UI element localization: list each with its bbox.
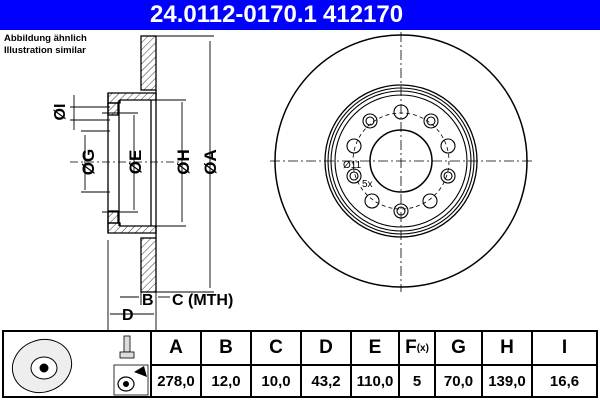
illustration-note: Abbildung ähnlich Illustration similar (4, 33, 87, 57)
table-icons (4, 332, 150, 396)
bolt-icon (119, 335, 135, 359)
col-f: F(x)5 (398, 332, 434, 396)
title-bar: 24.0112-0170.1 412170 (0, 0, 600, 30)
cross-section-view (70, 35, 214, 330)
label-dim-i: ØI (52, 104, 69, 121)
label-hole-count: 5x (362, 179, 373, 190)
part-number: 24.0112-0170.1 (150, 1, 317, 28)
label-dim-b: B (142, 292, 154, 309)
technical-drawing: ØI ØG ØE ØH ØA B C (MTH) D (52, 32, 532, 330)
label-dim-c: C (MTH) (172, 292, 233, 309)
note-english: Illustration similar (4, 45, 86, 56)
note-german: Abbildung ähnlich (4, 33, 87, 44)
front-view (270, 32, 532, 292)
label-dim-a: ØA (201, 149, 220, 175)
wheel-hub-icon (113, 364, 149, 396)
label-hole-diameter: Ø11 (343, 160, 362, 171)
reference-number: 412170 (323, 1, 404, 28)
label-dim-g: ØG (79, 149, 98, 175)
label-dim-e: ØE (126, 150, 145, 175)
label-dim-d: D (122, 307, 134, 324)
brake-disc-icon (11, 339, 73, 393)
label-dim-h: ØH (174, 149, 193, 175)
